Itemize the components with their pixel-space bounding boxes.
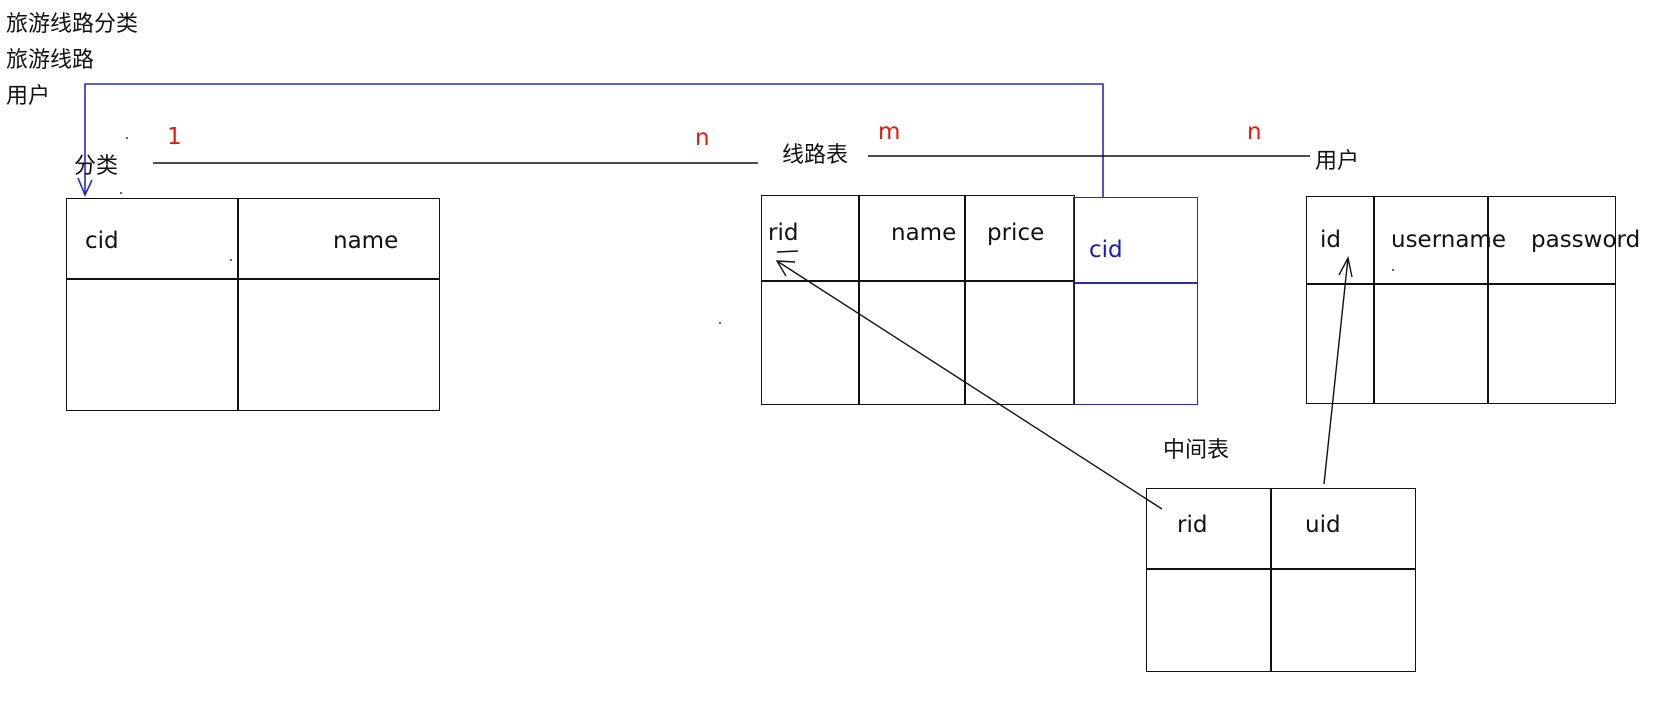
middle-row-rid [1146, 568, 1272, 672]
cardinality-n-user: n [1247, 119, 1262, 145]
user-field-password: password [1531, 227, 1641, 253]
stray-dot [126, 137, 128, 139]
note-route: 旅游线路 [6, 48, 95, 73]
fk-arrowhead [77, 177, 93, 197]
category-field-name: name [333, 228, 399, 254]
route-row-price [964, 280, 1075, 405]
route-field-rid: rid [768, 220, 799, 246]
middle-field-uid: uid [1305, 512, 1341, 538]
user-row-password [1487, 283, 1616, 404]
stray-dot [120, 192, 122, 194]
category-header-name [237, 198, 440, 280]
middle-field-rid: rid [1177, 512, 1208, 538]
stray-dot [719, 322, 721, 324]
cardinality-n-route: n [695, 125, 710, 151]
label-user: 用户 [1315, 149, 1360, 174]
arrowhead-user-id [1338, 255, 1353, 278]
arrowhead-route-rid [775, 260, 796, 277]
middle-header-uid [1270, 488, 1416, 570]
user-header-id [1306, 196, 1375, 285]
user-header-username [1373, 196, 1489, 285]
stray-dot [230, 259, 232, 261]
route-header-rid [761, 195, 860, 282]
note-route-category: 旅游线路分类 [6, 12, 139, 37]
label-category: 分类 [74, 154, 119, 179]
category-row-name [237, 278, 440, 411]
route-field-price: price [987, 220, 1045, 246]
cardinality-1: 1 [167, 124, 182, 150]
middle-header-rid [1146, 488, 1272, 570]
user-row-username [1373, 283, 1489, 404]
route-row-cid [1073, 282, 1198, 405]
route-header-name [858, 195, 966, 282]
note-user: 用户 [6, 84, 51, 109]
route-field-cid: cid [1089, 237, 1123, 263]
route-row-rid [761, 280, 860, 405]
user-field-username: username [1391, 227, 1506, 253]
user-field-id: id [1320, 227, 1341, 253]
label-middle-table: 中间表 [1163, 438, 1230, 463]
category-field-cid: cid [85, 228, 119, 254]
route-row-name [858, 280, 966, 405]
category-header-cid [66, 198, 239, 280]
route-field-name: name [891, 220, 957, 246]
user-row-id [1306, 283, 1375, 404]
fk-connector-route-cid-to-category-cid [84, 83, 1104, 197]
middle-row-uid [1270, 568, 1416, 672]
label-route-table: 线路表 [782, 143, 849, 168]
rid-underline-mark [776, 250, 799, 253]
route-header-cid [1073, 197, 1198, 284]
arrow-middle-rid-to-route-rid [776, 260, 1163, 510]
category-row-cid [66, 278, 239, 411]
route-header-price [964, 195, 1075, 282]
cardinality-m: m [878, 119, 901, 145]
user-header-password [1487, 196, 1616, 285]
stray-dot [1392, 269, 1394, 271]
arrow-middle-uid-to-user-id [1323, 257, 1349, 485]
